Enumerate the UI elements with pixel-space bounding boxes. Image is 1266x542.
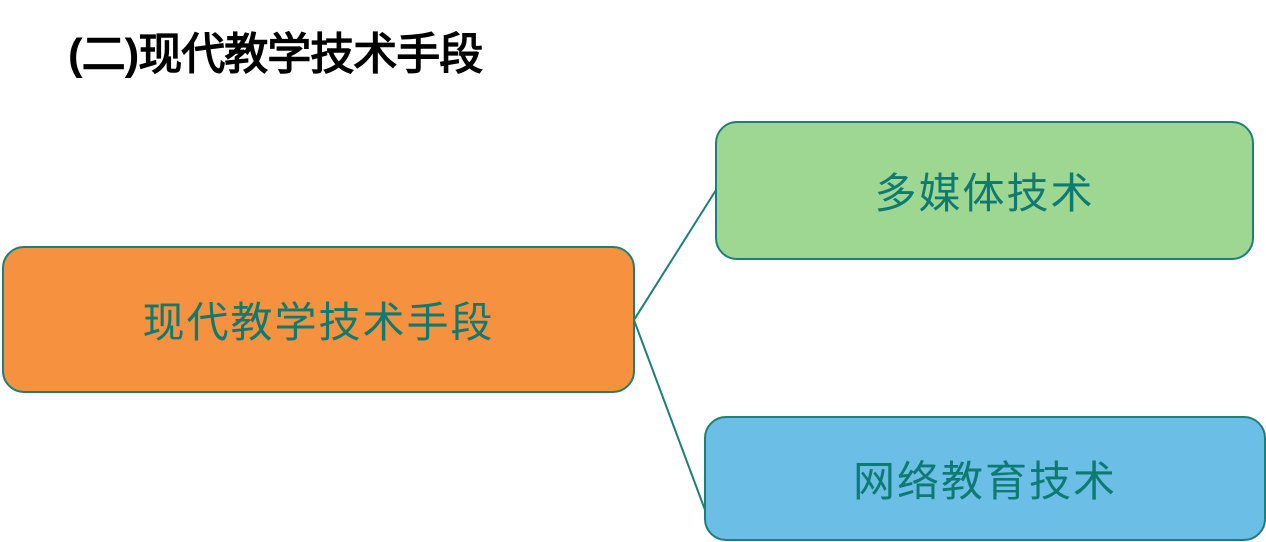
root-node: 现代教学技术手段 [2,246,635,393]
child-node-label: 网络教育技术 [852,457,1117,506]
connector-root-to-network [633,319,706,511]
connector-root-to-multimedia [633,189,717,321]
child-node-network-education: 网络教育技术 [704,416,1266,541]
slide-title: (二)现代教学技术手段 [68,30,483,79]
root-node-label: 现代教学技术手段 [142,298,495,347]
child-node-label: 多媒体技术 [874,169,1095,218]
child-node-multimedia: 多媒体技术 [715,121,1254,260]
